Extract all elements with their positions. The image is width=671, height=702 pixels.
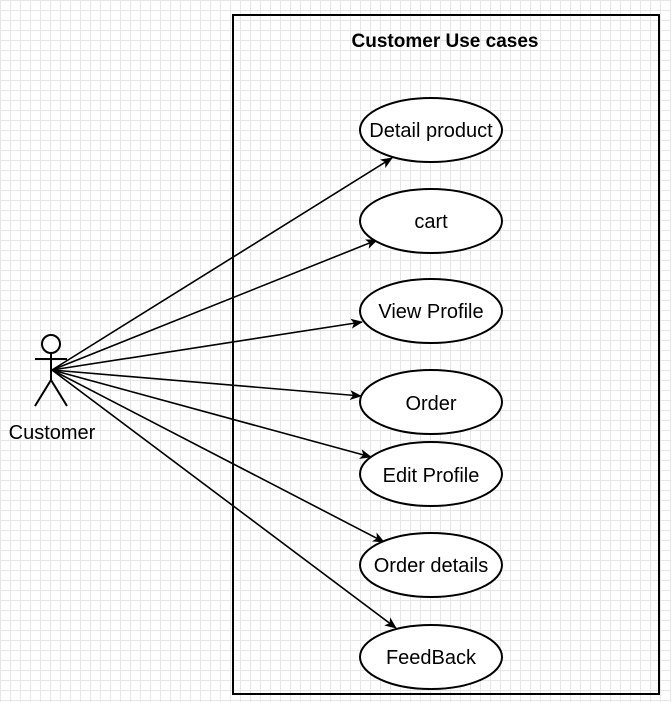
use-case-ellipse[interactable] <box>359 369 503 435</box>
use-case-ellipse[interactable] <box>359 624 503 690</box>
use-case-label: FeedBack <box>386 647 477 669</box>
actor-customer[interactable]: Customer <box>9 334 96 444</box>
use-case-label: Detail product <box>369 120 493 142</box>
association-arrow-feedback[interactable] <box>51 369 397 629</box>
association-arrow-order-details[interactable] <box>51 369 385 543</box>
use-case-cart[interactable]: cart <box>359 188 503 254</box>
use-case-ellipse[interactable] <box>359 532 503 598</box>
use-case-feedback[interactable]: FeedBack <box>359 624 503 690</box>
association-arrow-view-profile[interactable] <box>51 318 363 371</box>
use-case-ellipse[interactable] <box>359 441 503 507</box>
use-case-edit-profile[interactable]: Edit Profile <box>359 441 503 507</box>
actor-label: Customer <box>9 422 96 444</box>
association-arrow-cart[interactable] <box>51 239 378 371</box>
use-case-ellipse[interactable] <box>359 188 503 254</box>
use-case-label: cart <box>414 211 448 233</box>
use-case-label: Order <box>405 393 456 415</box>
use-case-label: Edit Profile <box>383 465 480 487</box>
use-case-view-profile[interactable]: View Profile <box>359 278 503 344</box>
association-arrow-detail-product[interactable] <box>51 157 393 371</box>
use-case-detail-product[interactable]: Detail product <box>359 97 503 163</box>
use-case-label: View Profile <box>378 301 483 323</box>
use-case-label: Order details <box>374 555 489 577</box>
system-boundary[interactable] <box>232 14 660 695</box>
use-case-ellipse[interactable] <box>359 97 503 163</box>
use-case-order-details[interactable]: Order details <box>359 532 503 598</box>
use-case-ellipse[interactable] <box>359 278 503 344</box>
association-arrow-edit-profile[interactable] <box>51 369 372 459</box>
system-title: Customer Use cases <box>352 31 539 52</box>
use-case-order[interactable]: Order <box>359 369 503 435</box>
association-arrows <box>51 157 397 629</box>
association-arrow-order[interactable] <box>51 369 362 401</box>
stick-figure-icon <box>34 334 68 407</box>
